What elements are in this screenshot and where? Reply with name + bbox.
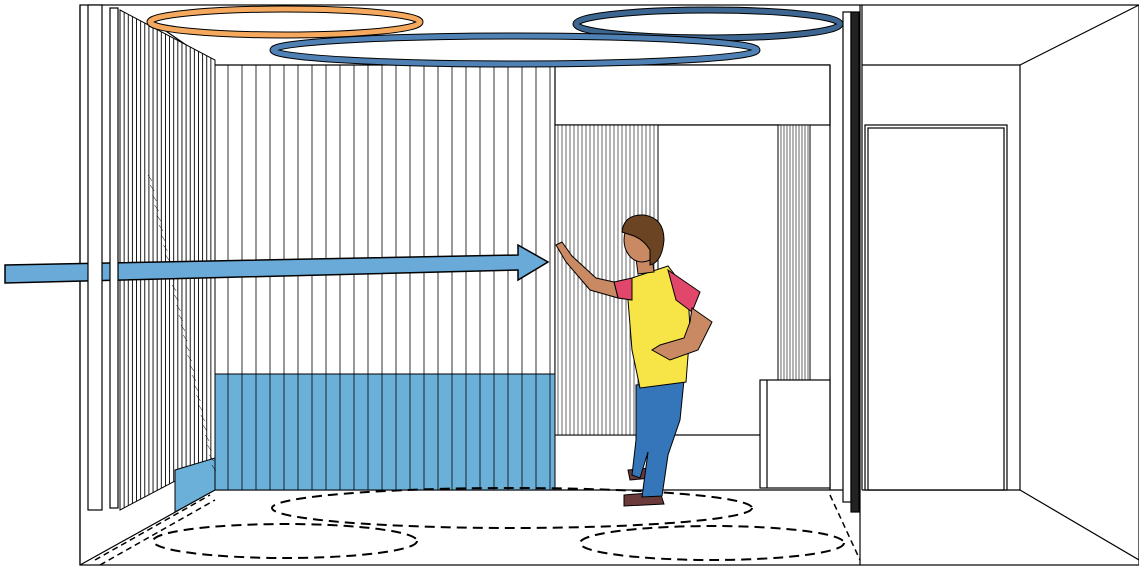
curtain-column bbox=[778, 125, 810, 383]
blue-fabric-panel bbox=[215, 374, 555, 490]
support-posts bbox=[843, 12, 859, 512]
doorway bbox=[865, 125, 1007, 490]
cabinet bbox=[760, 380, 830, 488]
